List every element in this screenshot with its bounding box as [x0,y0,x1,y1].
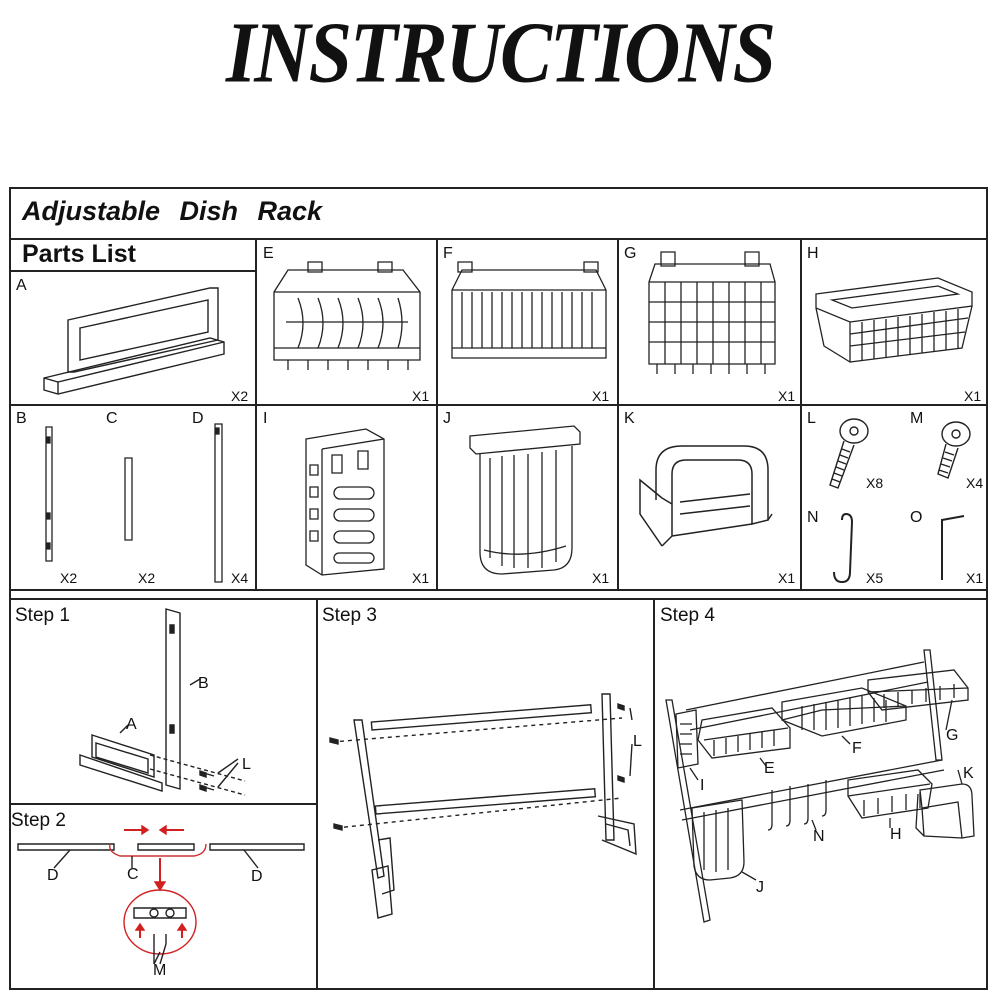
part-quantity: X4 [966,475,984,491]
step-2-label-d: D [47,867,59,884]
part-letter: I [263,410,268,427]
divider [800,238,802,589]
part-letter: C [106,410,118,427]
step-4-label-h: H [890,826,902,843]
short-connector-icon [122,456,136,542]
divider [316,598,318,989]
part-letter: E [263,245,274,262]
dish-basket-icon [268,262,428,380]
product-name: Adjustable Dish Rack [22,196,323,226]
divider [10,803,316,805]
step-2-label-m: M [153,962,167,979]
step-4-label-g: G [946,727,959,744]
step-3-label-l: L [633,733,642,750]
part-letter: M [910,410,924,427]
part-quantity: X2 [138,570,156,586]
long-pole-icon [211,422,227,584]
step-4-label-i: I [700,777,705,794]
step-1-label-l: L [242,756,251,773]
small-basket-icon [812,272,977,372]
step-3-diagram [322,690,647,930]
hanging-basket-icon [462,422,587,580]
part-letter: H [807,245,819,262]
part-letter: K [624,410,635,427]
step-1-label-a: A [126,716,137,733]
part-quantity: X1 [778,570,796,586]
plate-basket-icon [448,262,610,372]
part-letter: A [16,277,27,294]
step-2-title: Step 2 [11,810,66,831]
divider [10,598,987,600]
divider [653,598,655,989]
page-title: INSTRUCTIONS [225,3,776,101]
part-quantity: X1 [966,570,984,586]
step-1-label-b: B [198,675,209,692]
part-letter: L [807,410,816,427]
parts-list-title: Parts List [22,240,136,268]
part-quantity: X2 [231,388,249,404]
part-quantity: X1 [592,388,610,404]
divider [10,238,987,240]
long-screw-icon [820,415,870,495]
step-4-label-n: N [813,828,825,845]
step-4-label-k: K [963,765,974,782]
step-2-diagram [14,822,309,982]
utensil-holder-icon [300,425,390,577]
part-quantity: X1 [964,388,982,404]
part-letter: N [807,509,819,526]
part-letter: J [443,410,451,427]
allen-key-icon [932,512,972,584]
divider [617,238,619,589]
part-letter: D [192,410,204,427]
cutting-board-holder-icon [632,440,782,555]
step-4-label-j: J [756,879,764,896]
step-1-diagram [70,605,270,800]
step-4-diagram [662,640,982,925]
part-quantity: X2 [60,570,78,586]
long-pole-with-holes-icon [42,425,58,565]
part-quantity: X4 [231,570,249,586]
part-quantity: X1 [592,570,610,586]
step-2-label-d: D [251,868,263,885]
grid-basket-icon [645,252,780,382]
part-letter: B [16,410,27,427]
s-hook-icon [826,510,856,586]
part-quantity: X1 [412,388,430,404]
divider [255,238,257,589]
part-letter: G [624,245,637,262]
part-letter: O [910,509,923,526]
step-1-title: Step 1 [15,605,70,626]
side-frame-base-icon [40,280,230,395]
step-2-label-c: C [127,866,139,883]
instruction-sheet [9,187,988,990]
step-3-title: Step 3 [322,605,377,626]
part-quantity: X8 [866,475,884,491]
step-4-label-f: F [852,740,862,757]
step-4-title: Step 4 [660,605,715,626]
part-letter: F [443,245,453,262]
divider [436,238,438,589]
divider [10,404,987,406]
part-quantity: X1 [412,570,430,586]
step-4-label-e: E [764,760,775,777]
part-quantity: X5 [866,570,884,586]
short-screw-icon [928,418,978,488]
part-quantity: X1 [778,388,796,404]
divider [10,270,255,272]
divider [10,589,987,591]
